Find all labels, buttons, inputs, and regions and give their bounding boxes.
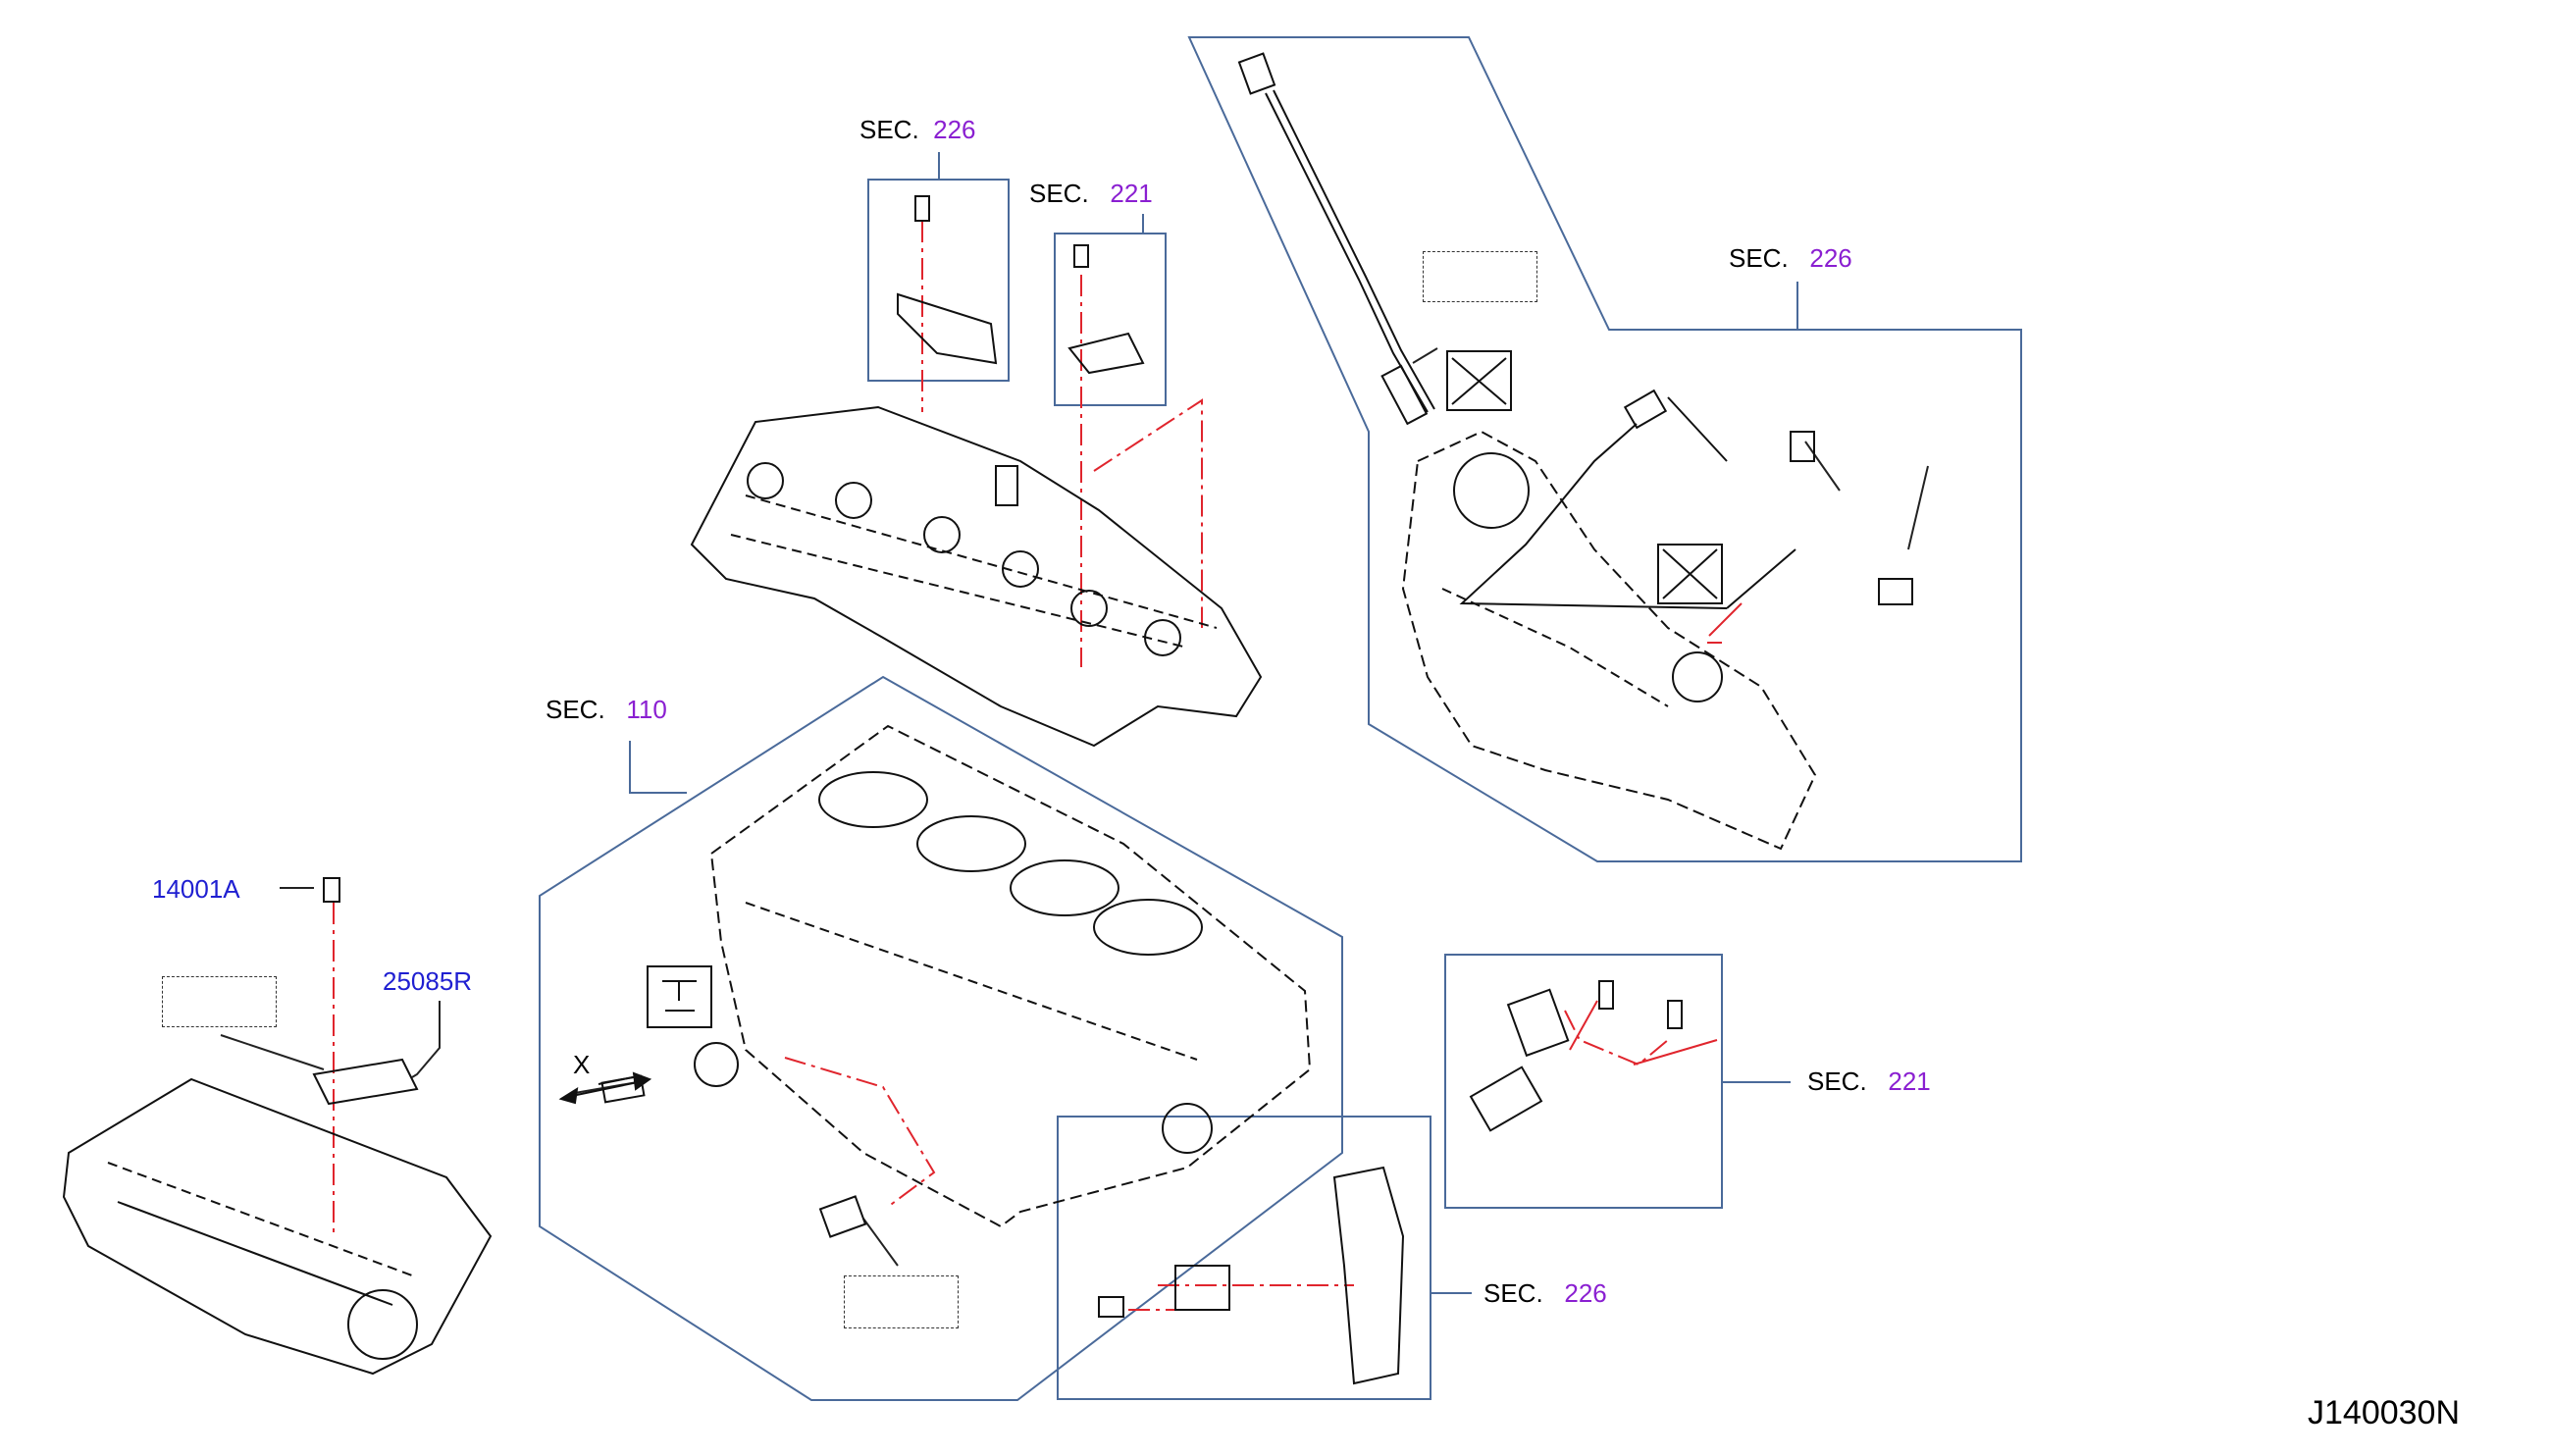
torque-icon [647,965,712,1028]
sec-226-bottom-label: SEC. 226 [1483,1278,1607,1308]
frame-sec-221-right [1444,954,1723,1209]
placeholder-box-top [1423,251,1537,302]
sec-221-top-label: SEC. 221 [1029,179,1153,208]
placeholder-box-left [162,976,277,1027]
sec-221-right-number[interactable]: 221 [1888,1066,1931,1096]
part-callout-14001a[interactable]: 14001A [152,874,240,904]
sec-221-right-label: SEC. 221 [1807,1066,1931,1096]
sec-226-right-label: SEC. 226 [1729,243,1852,273]
red-leaders [333,221,1722,1311]
small-parts [312,195,1913,1385]
section-frames [539,36,2022,1401]
o2-sensor-cable [1237,52,1435,426]
x-mark: X [573,1050,591,1079]
part-callout-25085r[interactable]: 25085R [383,966,473,996]
sec-226-right-number[interactable]: 226 [1809,243,1852,273]
red-solid-leaders [1569,602,1743,1066]
placeholder-box-bottom [844,1275,959,1328]
frame-sec-226-top [867,179,1010,382]
exhaust-manifold [1401,430,1817,851]
diagram-id: J140030N [2308,1394,2461,1431]
x-arrows [558,1071,652,1105]
cylinder-head [690,405,1263,748]
sec-226-bottom-number[interactable]: 226 [1564,1278,1607,1308]
note-icon-top [1446,350,1512,411]
sec-226-top-number[interactable]: 226 [933,115,976,144]
frame-sec-226-bottom [1057,1116,1431,1400]
o2-sensor-cable-right [1459,389,1796,609]
sec-226-top-label: SEC. 226 [859,115,976,144]
frame-sec-226-right [1187,36,2022,862]
intake-manifold [62,1077,493,1376]
frame-sec-221-top [1054,233,1167,406]
frame-sec-110 [539,675,1343,1401]
leader-sec-110 [629,741,687,794]
note-icon-right [1657,544,1723,604]
sec-221-top-number[interactable]: 221 [1110,179,1153,208]
engine-block [709,724,1312,1228]
black-leaders [220,347,1929,1267]
sec-110-label: SEC. 110 [546,695,667,724]
sec-110-number[interactable]: 110 [626,695,667,724]
